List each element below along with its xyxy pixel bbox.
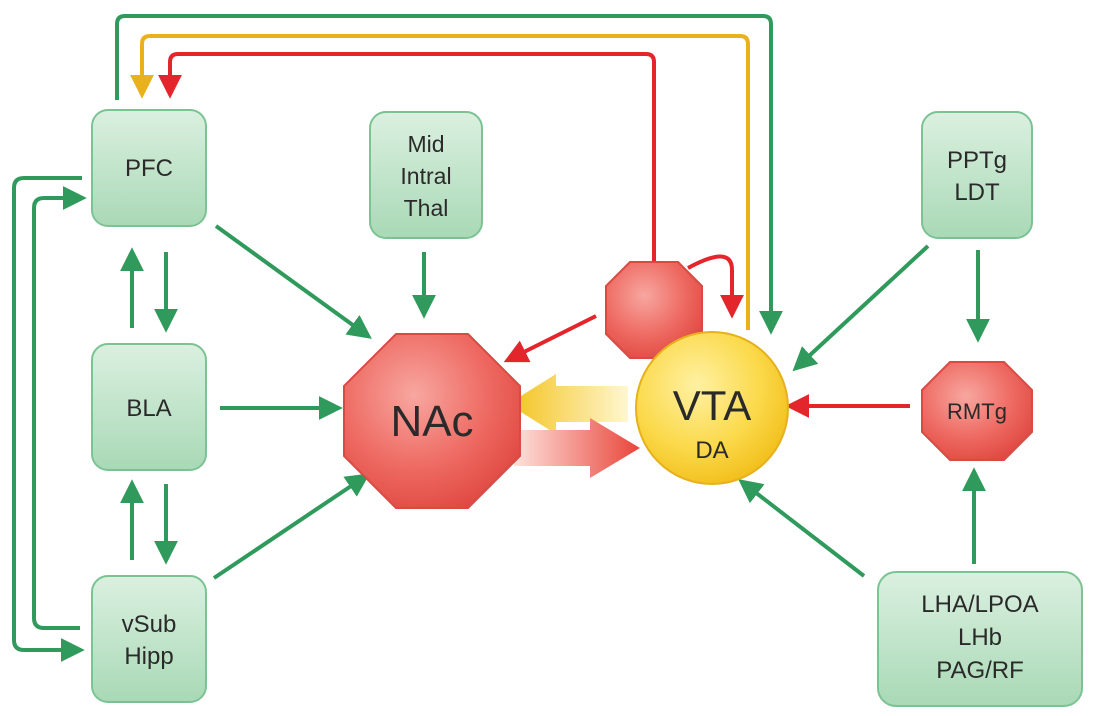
pptg-label: PPTg: [947, 147, 1007, 174]
lha-node: LHA/LPOA LHb PAG/RF: [877, 571, 1083, 707]
thal-label-1: Mid: [407, 131, 444, 157]
thal-label-3: Thal: [404, 195, 449, 221]
vta-to-pfc-dopamine-loop: [130, 34, 750, 330]
lha-to-vta-arrow: [738, 479, 866, 578]
pptg-ldt-node: PPTg LDT: [921, 111, 1033, 239]
nac-label: NAc: [390, 397, 473, 446]
bla-label: BLA: [126, 395, 171, 422]
pfc-to-vsub-loop: [12, 176, 85, 662]
pfc-node: PFC: [91, 109, 207, 227]
interneuron-to-vta-red-arrow: [687, 254, 744, 319]
ldt-label: LDT: [954, 179, 1000, 206]
vta-sublabel: DA: [695, 437, 728, 464]
vsub-to-pfc-loop: [32, 186, 87, 630]
vta-node: VTA DA: [635, 331, 789, 485]
bla-node: BLA: [91, 343, 207, 471]
thal-label-2: Intral: [400, 163, 451, 189]
pptg-to-vta-arrow: [792, 244, 930, 372]
vta-label: VTA: [673, 382, 752, 429]
pfc-to-nac-arrow: [214, 224, 372, 339]
interneuron-to-nac-arrow: [503, 314, 597, 363]
vsub-hipp-node: vSub Hipp: [91, 575, 207, 703]
vsub-label: vSub: [122, 611, 177, 638]
hipp-label: Hipp: [124, 643, 173, 670]
rmtg-node: RMTg: [921, 361, 1033, 461]
thalamus-node: Mid Intral Thal: [369, 111, 483, 239]
nac-to-vta-gaba-arrow: [514, 418, 640, 478]
rmtg-label: RMTg: [947, 399, 1007, 424]
interneuron-to-pfc-red-loop: [158, 52, 656, 262]
lha-label-1: LHA/LPOA: [921, 591, 1038, 618]
pfc-label: PFC: [125, 155, 173, 182]
vta-to-pfc-green-loop: [115, 14, 783, 335]
vta-to-nac-dopamine-arrow: [508, 374, 628, 434]
lha-label-2: LHb: [958, 624, 1002, 651]
vsub-to-nac-arrow: [212, 473, 370, 580]
lha-label-3: PAG/RF: [936, 657, 1024, 684]
nac-node: NAc: [343, 333, 521, 509]
